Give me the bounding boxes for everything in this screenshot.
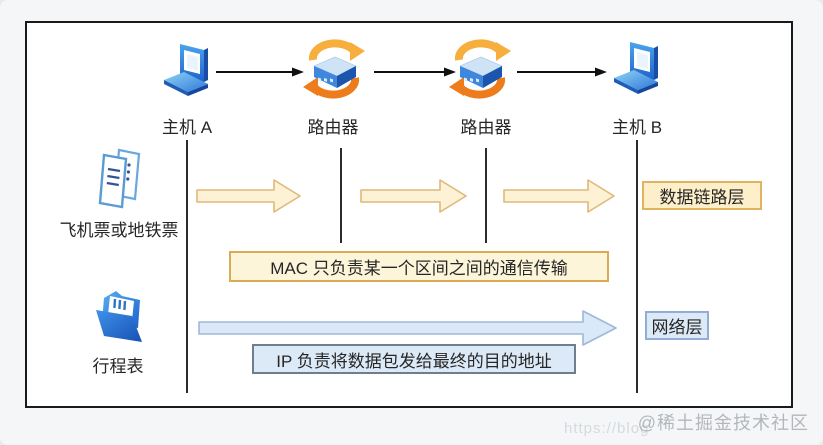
lifeline-host-a <box>186 140 188 393</box>
ip-arrow <box>198 309 618 347</box>
connector-arrow <box>374 66 456 78</box>
hop-arrow <box>360 177 468 215</box>
watermark-handle: @稀土掘金技术社区 <box>637 413 809 433</box>
lifeline-router-1 <box>340 148 342 243</box>
node-label-host-a: 主机 A <box>161 118 213 137</box>
laptop-icon <box>158 40 216 104</box>
tickets-icon <box>92 147 148 211</box>
hop-arrow <box>196 177 302 215</box>
connector-arrow <box>216 66 304 78</box>
router-icon <box>298 30 370 108</box>
node-label-host-b: 主机 B <box>611 118 663 137</box>
router-icon <box>444 30 516 108</box>
watermark-url: https://blog <box>564 420 650 437</box>
laptop-icon <box>608 38 666 102</box>
connector-arrow <box>517 66 607 78</box>
node-label-router-2: 路由器 <box>460 118 512 137</box>
mac-caption: MAC 只负责某一个区间之间的通信传输 <box>229 251 609 282</box>
ip-caption: IP 负责将数据包发给最终的目的地址 <box>252 344 576 374</box>
folder-icon <box>88 284 150 350</box>
network-layer-badge: 网络层 <box>645 311 709 340</box>
diagram-frame <box>25 21 793 408</box>
lifeline-host-b <box>636 140 638 393</box>
hop-arrow <box>503 177 616 215</box>
analogy-label-ticket: 飞机票或地铁票 <box>59 221 179 240</box>
node-label-router-1: 路由器 <box>307 118 359 137</box>
data-link-layer-badge: 数据链路层 <box>642 181 762 210</box>
analogy-label-itinerary: 行程表 <box>92 357 144 376</box>
lifeline-router-2 <box>485 148 487 243</box>
